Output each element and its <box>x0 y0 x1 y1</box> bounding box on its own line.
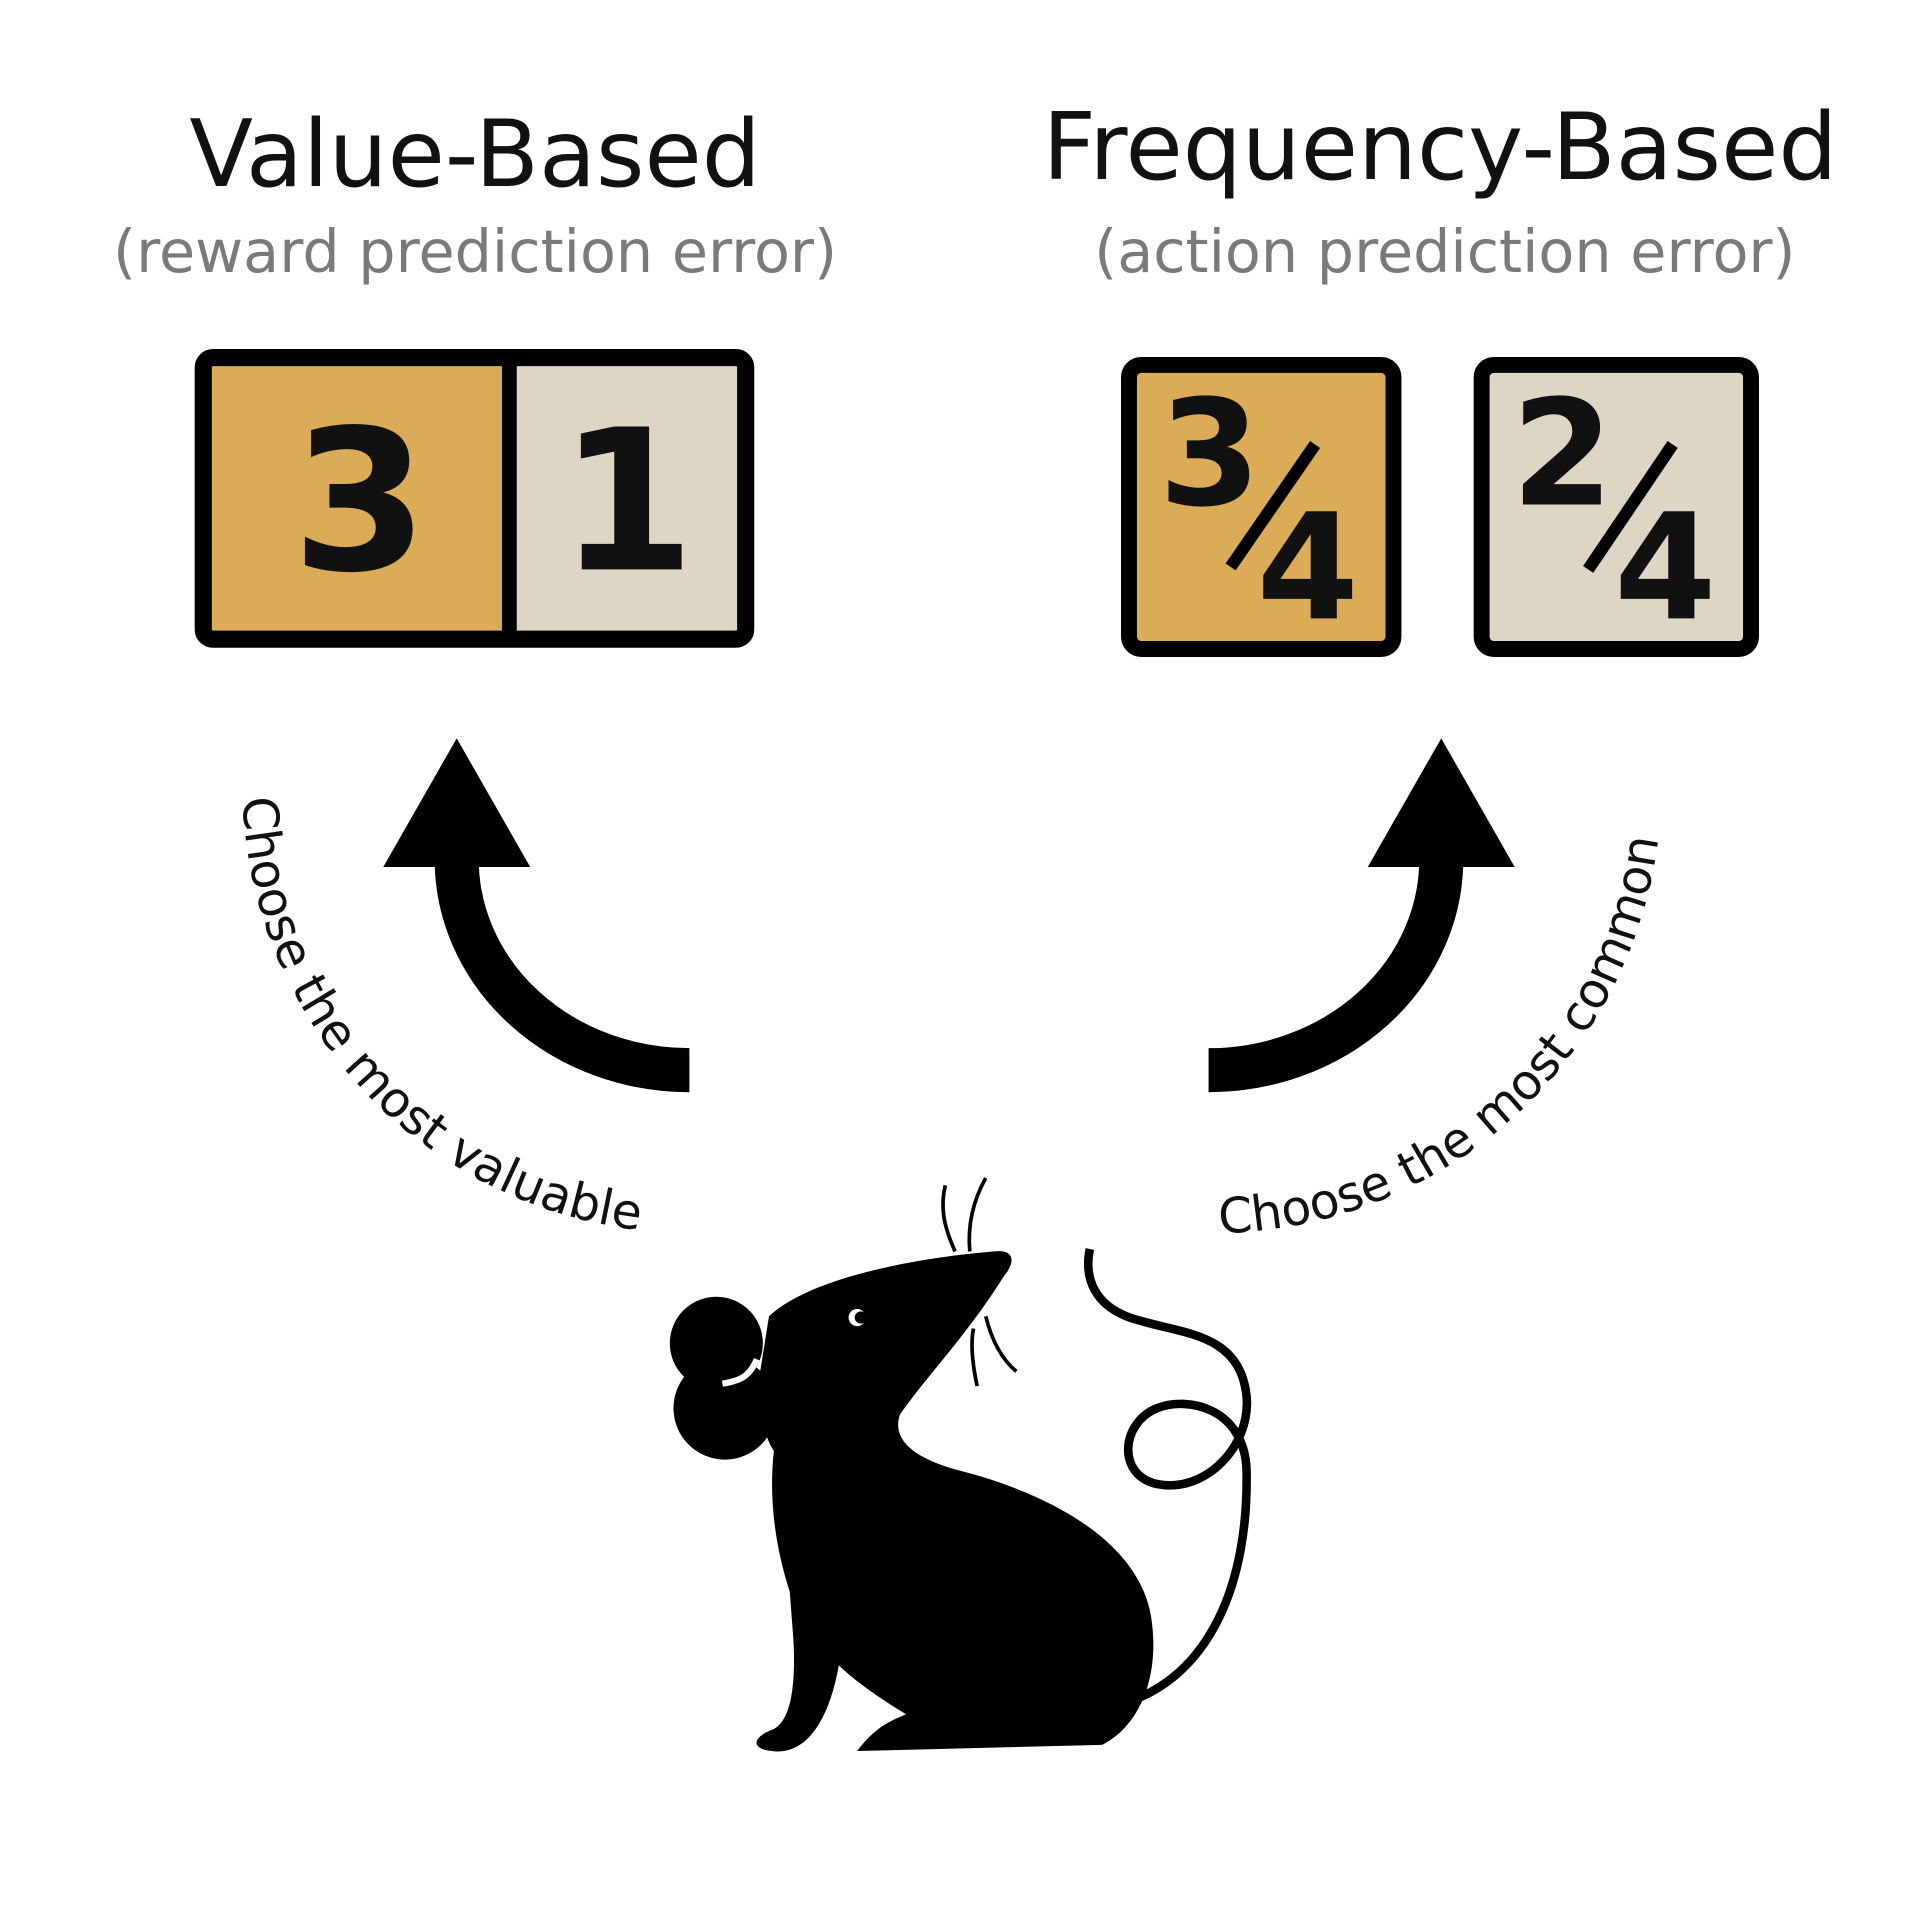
fraction-slash <box>1225 441 1321 571</box>
fraction-slash <box>1583 441 1678 573</box>
value-option-1: 1 <box>559 388 695 616</box>
value-option-3: 3 <box>292 388 428 616</box>
box-outline <box>194 348 755 648</box>
numerator: 3 <box>1159 368 1261 539</box>
denominator: 4 <box>1614 482 1716 653</box>
numerator: 2 <box>1511 368 1613 539</box>
left-curved-arrow-icon <box>383 738 690 1093</box>
right-curved-arrow-icon <box>1208 738 1515 1093</box>
value-options-box: 3 1 <box>194 348 755 648</box>
mouse-icon <box>669 1177 1252 1752</box>
frequency-card-2-4: 2 4 <box>1473 356 1759 657</box>
option-3-fill <box>203 357 503 640</box>
frequency-based-subtitle: (action prediction error) <box>1094 217 1795 286</box>
value-based-title: Value-Based <box>189 100 760 208</box>
denominator: 4 <box>1257 482 1359 653</box>
frequency-card-3-4: 3 4 <box>1121 356 1402 657</box>
frequency-based-title: Frequency-Based <box>1043 93 1838 201</box>
value-based-subtitle: (reward prediction error) <box>113 217 837 286</box>
option-1-fill <box>509 357 745 640</box>
